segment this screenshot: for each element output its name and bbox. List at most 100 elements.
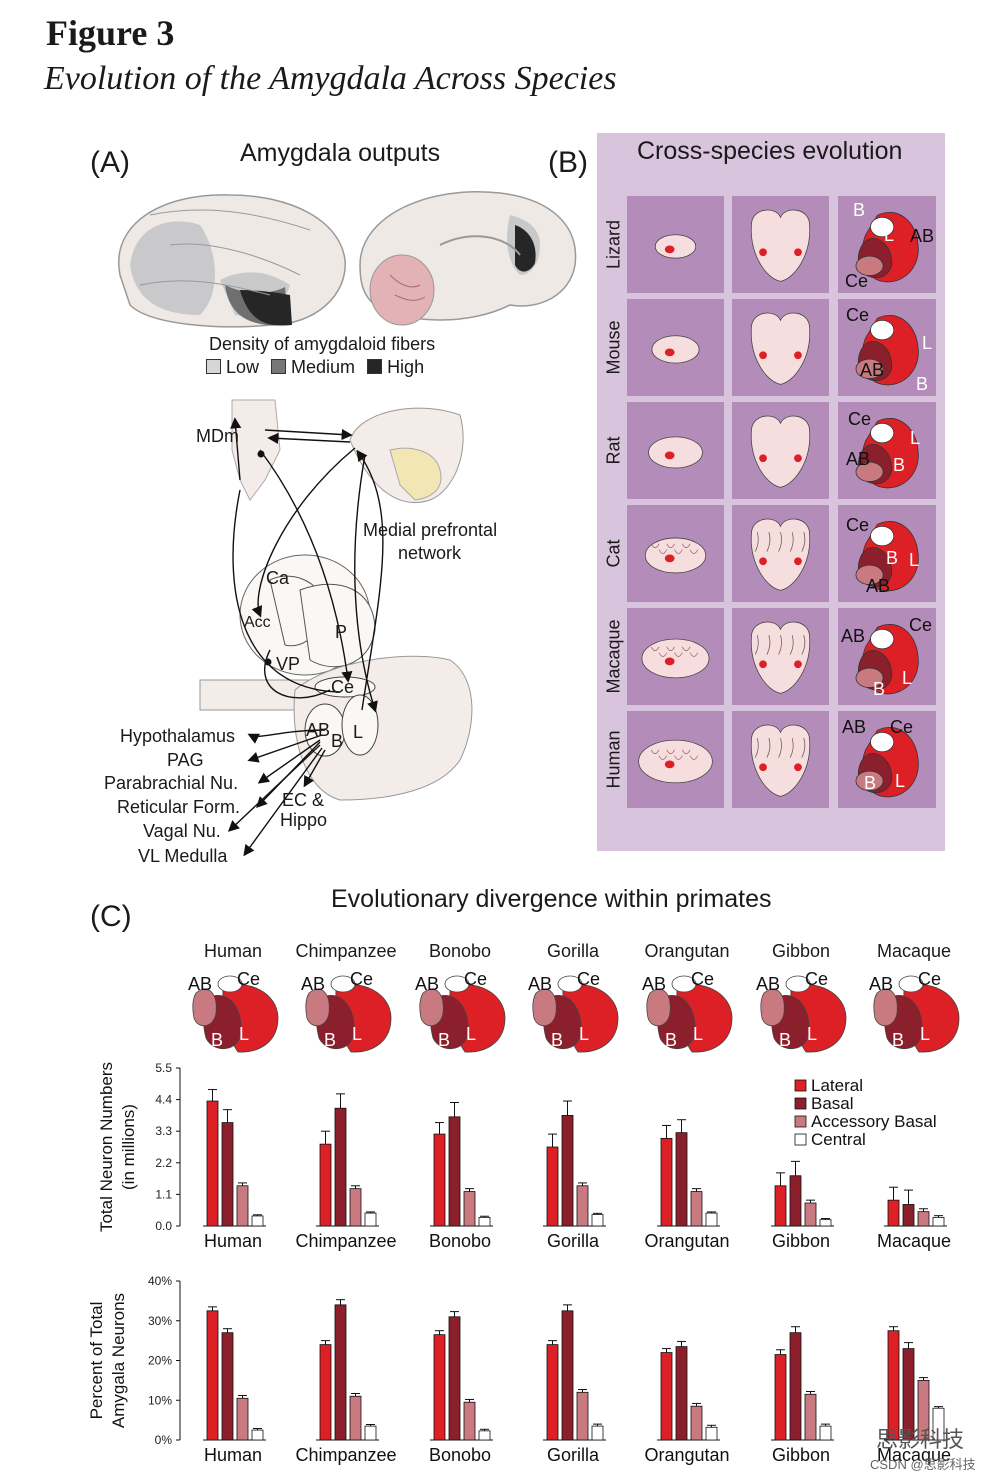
panel-b-cell-drawing <box>751 415 810 488</box>
bar-basal <box>448 1116 461 1227</box>
y-tick-label: 0.0 <box>155 1219 172 1233</box>
panel-c-amygdala-drawing <box>760 975 847 1053</box>
panel-b-cell-drawing <box>855 623 919 695</box>
category-label: Gorilla <box>547 1445 600 1465</box>
bar-lateral <box>319 1143 332 1227</box>
bar-central <box>819 1219 832 1227</box>
label-ab: AB <box>306 720 331 740</box>
panel-b-brain-lateral <box>627 711 724 808</box>
panel-b-nucleus-label-ce: Ce <box>846 305 870 325</box>
label-ca: Ca <box>266 568 290 588</box>
label-vp: VP <box>276 654 301 674</box>
panel-c-nucleus-label-l: L <box>807 1024 818 1044</box>
panel-b-cell-drawing <box>654 234 697 259</box>
panel-b-nucleus-label-ab: AB <box>841 626 866 646</box>
panel-b-species-label: Rat <box>603 436 624 465</box>
label-p: P <box>335 622 348 642</box>
label-ce: Ce <box>331 677 355 697</box>
bar-central <box>705 1426 718 1441</box>
panel-b-brain-lateral <box>627 196 724 293</box>
density-legend-high: High <box>367 357 424 378</box>
panel-b-cell-drawing <box>651 335 700 364</box>
panel-b-nucleus-label-ab: AB <box>860 360 885 380</box>
bar-accessory-basal <box>804 1393 817 1441</box>
panel-c-nucleus-label-b: B <box>779 1030 792 1050</box>
y-tick-label: 20% <box>148 1354 172 1368</box>
label-l: L <box>353 722 364 742</box>
bar-accessory-basal <box>917 1211 930 1227</box>
output-hypothalamus: Hypothalamus <box>120 726 236 746</box>
panel-b-species-label: Cat <box>603 539 624 568</box>
panel-b-cell-drawing <box>641 638 710 679</box>
panel-c-letter: (C) <box>90 900 132 933</box>
panel-b-amygdala-nuclei <box>838 711 936 808</box>
label-medial-pfc-line1: Medial prefrontal <box>363 520 498 540</box>
panel-b-nucleus-label-b: B <box>864 773 877 793</box>
panel-c-nucleus-label-l: L <box>579 1024 590 1044</box>
panel-b-species-label: Lizard <box>603 219 624 269</box>
panel-b-nucleus-label-l: L <box>909 550 920 570</box>
bar-central <box>364 1425 377 1441</box>
panel-c-species-name: Bonobo <box>428 941 492 961</box>
y-tick-label: 5.5 <box>155 1061 172 1075</box>
y-axis-label: Total Neuron Numbers(in millions) <box>97 1062 138 1232</box>
panel-c-nucleus-label-ab: AB <box>188 974 213 994</box>
panel-b-brain-lateral <box>627 505 724 602</box>
category-label: Human <box>204 1231 262 1251</box>
density-legend-low: Low <box>206 357 259 378</box>
y-tick-label: 10% <box>148 1393 172 1407</box>
bar-basal <box>221 1122 234 1227</box>
panel-b-cell-drawing <box>638 739 713 784</box>
panel-b-nucleus-label-ce: Ce <box>848 409 872 429</box>
panel-b-brain-section <box>732 711 829 808</box>
bar-lateral <box>206 1100 219 1227</box>
legend-label: Central <box>811 1130 866 1149</box>
amygdala-circuit-diagram <box>199 399 473 857</box>
category-label: Macaque <box>877 1445 951 1465</box>
panel-b-amygdala-nuclei <box>838 505 936 602</box>
y-tick-label: 30% <box>148 1314 172 1328</box>
bar-central <box>705 1212 718 1227</box>
panel-b-cell-drawing <box>644 537 707 574</box>
panel-b-nucleus-label-ab: AB <box>842 717 867 737</box>
panel-b-nucleus-label-b: B <box>916 374 929 394</box>
panel-b-nucleus-label-ce: Ce <box>846 515 870 535</box>
bar-lateral <box>660 1352 673 1441</box>
output-parabrachial: Parabrachial Nu. <box>104 773 239 793</box>
figure-subtitle: Evolution of the Amygdala Across Species <box>44 60 617 97</box>
panel-c-nucleus-label-ab: AB <box>756 974 781 994</box>
panel-b-brain-section <box>732 402 829 499</box>
panel-b-nucleus-label-b: B <box>893 455 906 475</box>
bar-lateral <box>433 1133 446 1227</box>
bar-accessory-basal <box>463 1401 476 1441</box>
bar-lateral <box>887 1199 900 1227</box>
bar-central <box>364 1212 377 1227</box>
panel-b-brain-lateral <box>627 402 724 499</box>
panel-b-amygdala-nuclei <box>838 299 936 396</box>
label-acc: Acc <box>244 614 271 631</box>
watermark-cn: 思影科技 <box>876 1427 965 1452</box>
bar-basal <box>334 1107 347 1227</box>
category-label: Human <box>204 1445 262 1465</box>
bar-central <box>932 1216 945 1227</box>
category-label: Bonobo <box>429 1445 491 1465</box>
legend-label: Accessory Basal <box>811 1112 937 1131</box>
panel-c-species-name: Human <box>203 941 263 961</box>
bar-accessory-basal <box>690 1191 703 1227</box>
density-caption: Density of amygdaloid fibers <box>209 334 436 354</box>
bar-accessory-basal <box>690 1405 703 1441</box>
category-label: Gibbon <box>772 1445 830 1465</box>
panel-b-nucleus-label-l: L <box>922 333 933 353</box>
bar-accessory-basal <box>804 1202 817 1227</box>
panel-b-amygdala-nuclei <box>838 402 936 499</box>
panel-c-nucleus-label-b: B <box>324 1030 337 1050</box>
panel-b-cell-drawing <box>751 621 810 694</box>
bar-basal <box>448 1316 461 1441</box>
panel-c-nucleus-label-b: B <box>665 1030 678 1050</box>
panel-b-letter: (B) <box>548 146 588 179</box>
panel-c-species-name: Orangutan <box>644 941 730 961</box>
panel-b-cell-drawing <box>751 312 810 385</box>
label-b: B <box>331 731 344 751</box>
label-mdm: MDm <box>196 426 239 446</box>
